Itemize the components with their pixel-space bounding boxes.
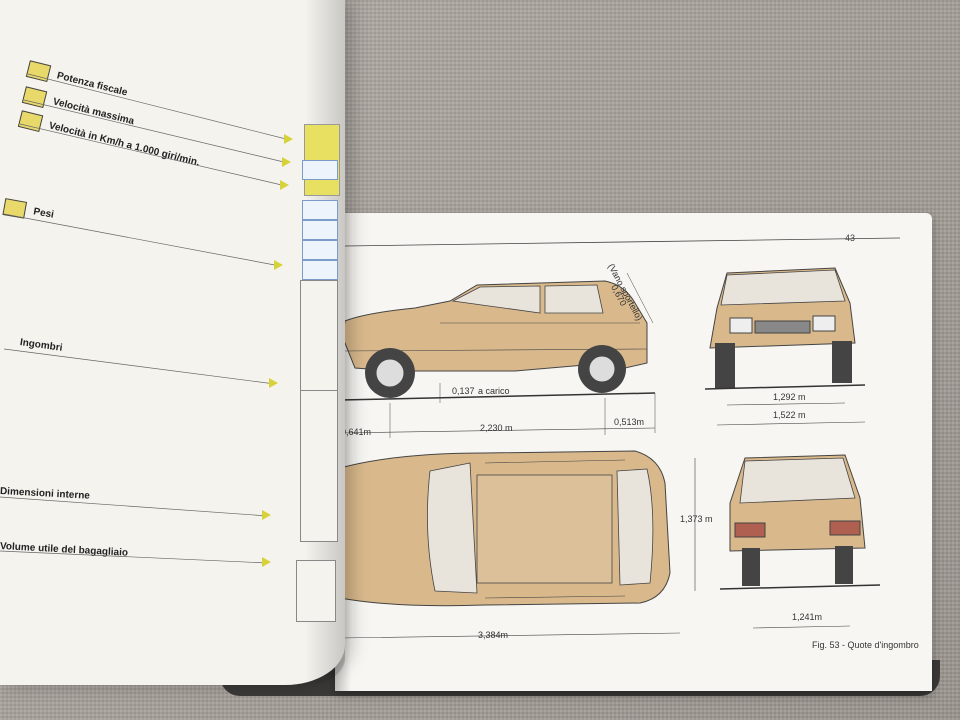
- arrow-icon: [282, 157, 291, 167]
- dimension-drawings: [339, 237, 901, 639]
- rear-track-value: 1,241m: [792, 612, 823, 622]
- table-cell: [302, 160, 338, 180]
- arrow-icon: [262, 557, 271, 567]
- table-cell: [302, 260, 338, 280]
- ground-clearance-note: a carico: [478, 386, 510, 396]
- arrow-icon: [280, 180, 289, 190]
- page-number: 43: [845, 233, 856, 243]
- overall-width-value: 1,522 m: [773, 410, 806, 420]
- arrow-icon: [284, 134, 293, 144]
- figure-number: Fig. 53 -: [812, 640, 846, 650]
- top-view-car: [339, 450, 671, 607]
- rear-view-car: [719, 454, 881, 590]
- front-view-car: [704, 267, 866, 390]
- front-track-value: 1,292 m: [773, 392, 806, 402]
- arrow-icon: [269, 378, 278, 388]
- table-block: [296, 560, 336, 622]
- table-cell: [302, 200, 338, 220]
- height-value: 1,373 m: [680, 514, 713, 524]
- figure-title: Quote d'ingombro: [847, 640, 919, 650]
- ground-clearance-value: 0,137: [452, 386, 475, 396]
- front-overhang-value: 0,641m: [341, 427, 372, 437]
- table-cell: [302, 240, 338, 260]
- side-view-car: [339, 280, 656, 401]
- arrow-icon: [262, 510, 271, 520]
- table-block: [300, 390, 338, 542]
- rear-overhang-value: 0,513m: [614, 417, 645, 427]
- table-block: [300, 280, 338, 392]
- table-cell: [302, 220, 338, 240]
- wheelbase-value: 2,230 m: [480, 423, 513, 433]
- spec-guide-lines: [0, 73, 291, 564]
- figure-caption: Fig. 53 - Quote d'ingombro: [812, 640, 919, 650]
- left-page: Potenza fiscale Velocità massima Velocit…: [0, 0, 345, 685]
- overall-length-value: 3,384m: [478, 630, 509, 640]
- arrow-icon: [274, 260, 283, 270]
